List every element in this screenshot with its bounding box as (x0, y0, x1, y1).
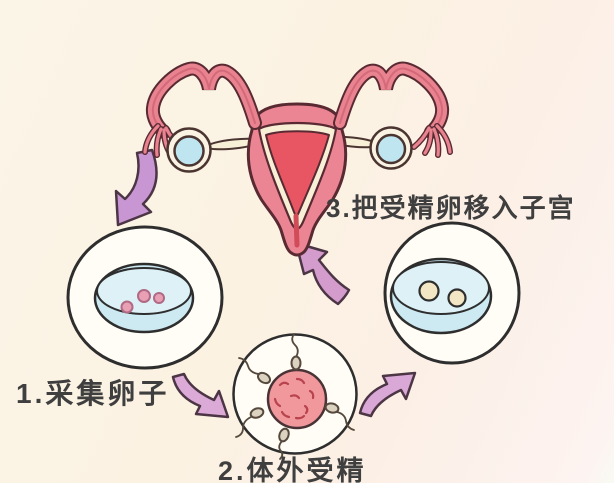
left-fallopian-tube (145, 61, 262, 139)
flow-arrows (114, 148, 417, 419)
step2-label: 2.体外受精 (218, 456, 367, 483)
arrow-ovary-to-dish-icon (114, 148, 158, 227)
sperm-head-icon (256, 371, 272, 385)
fertilized-eggs-dish (383, 221, 521, 365)
sperm-tail (291, 333, 299, 358)
right-ovary (369, 126, 413, 170)
step3-label: 3.把受精卵移入子宫 (326, 193, 576, 223)
arrow-dish-to-fertilization-icon (171, 372, 230, 419)
uterus-cavity (265, 130, 330, 217)
fertilized-eggs (418, 280, 467, 308)
sperm-head-icon (324, 402, 340, 414)
sperm-tail (235, 416, 252, 438)
left-ovary (166, 127, 212, 173)
sperm-head-icon (249, 407, 265, 419)
fertilization-circle (232, 333, 358, 460)
right-fimbriae (411, 123, 453, 158)
arrow-fertilization-to-embryo-dish-icon (358, 371, 417, 418)
uterus (142, 61, 453, 257)
collected-eggs (120, 289, 165, 314)
sperm-cells (235, 333, 355, 460)
arrow-embryo-transfer-to-uterus-icon (294, 241, 351, 306)
sperm-tail (238, 357, 260, 375)
egg-texture (273, 377, 315, 420)
cervical-canal (293, 213, 300, 248)
sperm-head-icon (278, 427, 290, 443)
sperm-head-icon (290, 355, 302, 371)
sperm-tail (336, 411, 355, 431)
collected-eggs-dish (66, 225, 224, 370)
step1-label: 1.采集卵子 (16, 378, 170, 409)
petri-dish-rim (392, 261, 490, 315)
right-fallopian-tube (333, 61, 450, 139)
sperm-tail (278, 440, 284, 460)
